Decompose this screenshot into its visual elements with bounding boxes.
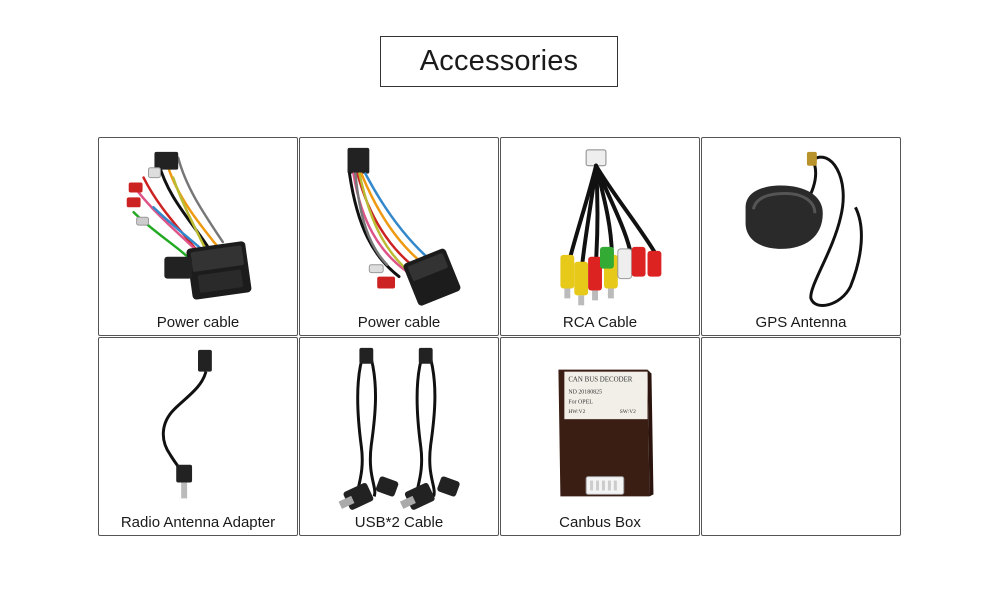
accessory-card-gps-antenna: GPS Antenna	[701, 137, 901, 336]
accessory-card-power-cable-2: Power cable	[299, 137, 499, 336]
rca-cable-icon	[560, 149, 662, 306]
accessory-label: Canbus Box	[559, 514, 641, 531]
accessory-label: USB*2 Cable	[354, 514, 444, 531]
canbus-label-hw: HW:V2	[568, 409, 585, 415]
accessory-label: Power cable	[357, 314, 441, 331]
canbus-label-title: CAN BUS DECODER	[568, 377, 632, 384]
accessories-grid: Power cable Power cable	[98, 137, 902, 537]
accessory-card-empty	[701, 337, 901, 536]
power-harness-icon	[126, 151, 252, 300]
accessory-label: RCA Cable	[562, 314, 638, 331]
canbus-label-sw: SW:V2	[620, 409, 636, 415]
accessory-label: Radio Antenna Adapter	[120, 514, 276, 531]
accessory-card-rca-cable: RCA Cable	[500, 137, 700, 336]
canbus-label-date: ND 20180825	[568, 389, 602, 395]
accessory-card-radio-antenna-adapter: Radio Antenna Adapter	[98, 337, 298, 536]
accessory-card-usb-cable: USB*2 Cable	[299, 337, 499, 536]
usb-cable-icon	[338, 347, 460, 510]
accessory-label: Power cable	[156, 314, 240, 331]
radio-adapter-icon	[161, 349, 212, 499]
accessory-card-canbus-box: CAN BUS DECODER ND 20180825 For OPEL HW:…	[500, 337, 700, 536]
gps-antenna-icon	[745, 151, 863, 307]
power-harness-icon	[347, 147, 461, 306]
accessory-card-power-cable-1: Power cable	[98, 137, 298, 336]
page-title: Accessories	[380, 36, 618, 87]
canbus-box-icon: CAN BUS DECODER ND 20180825 For OPEL HW:…	[558, 369, 654, 497]
canbus-label-model: For OPEL	[568, 399, 593, 405]
accessory-label: GPS Antenna	[755, 314, 847, 331]
